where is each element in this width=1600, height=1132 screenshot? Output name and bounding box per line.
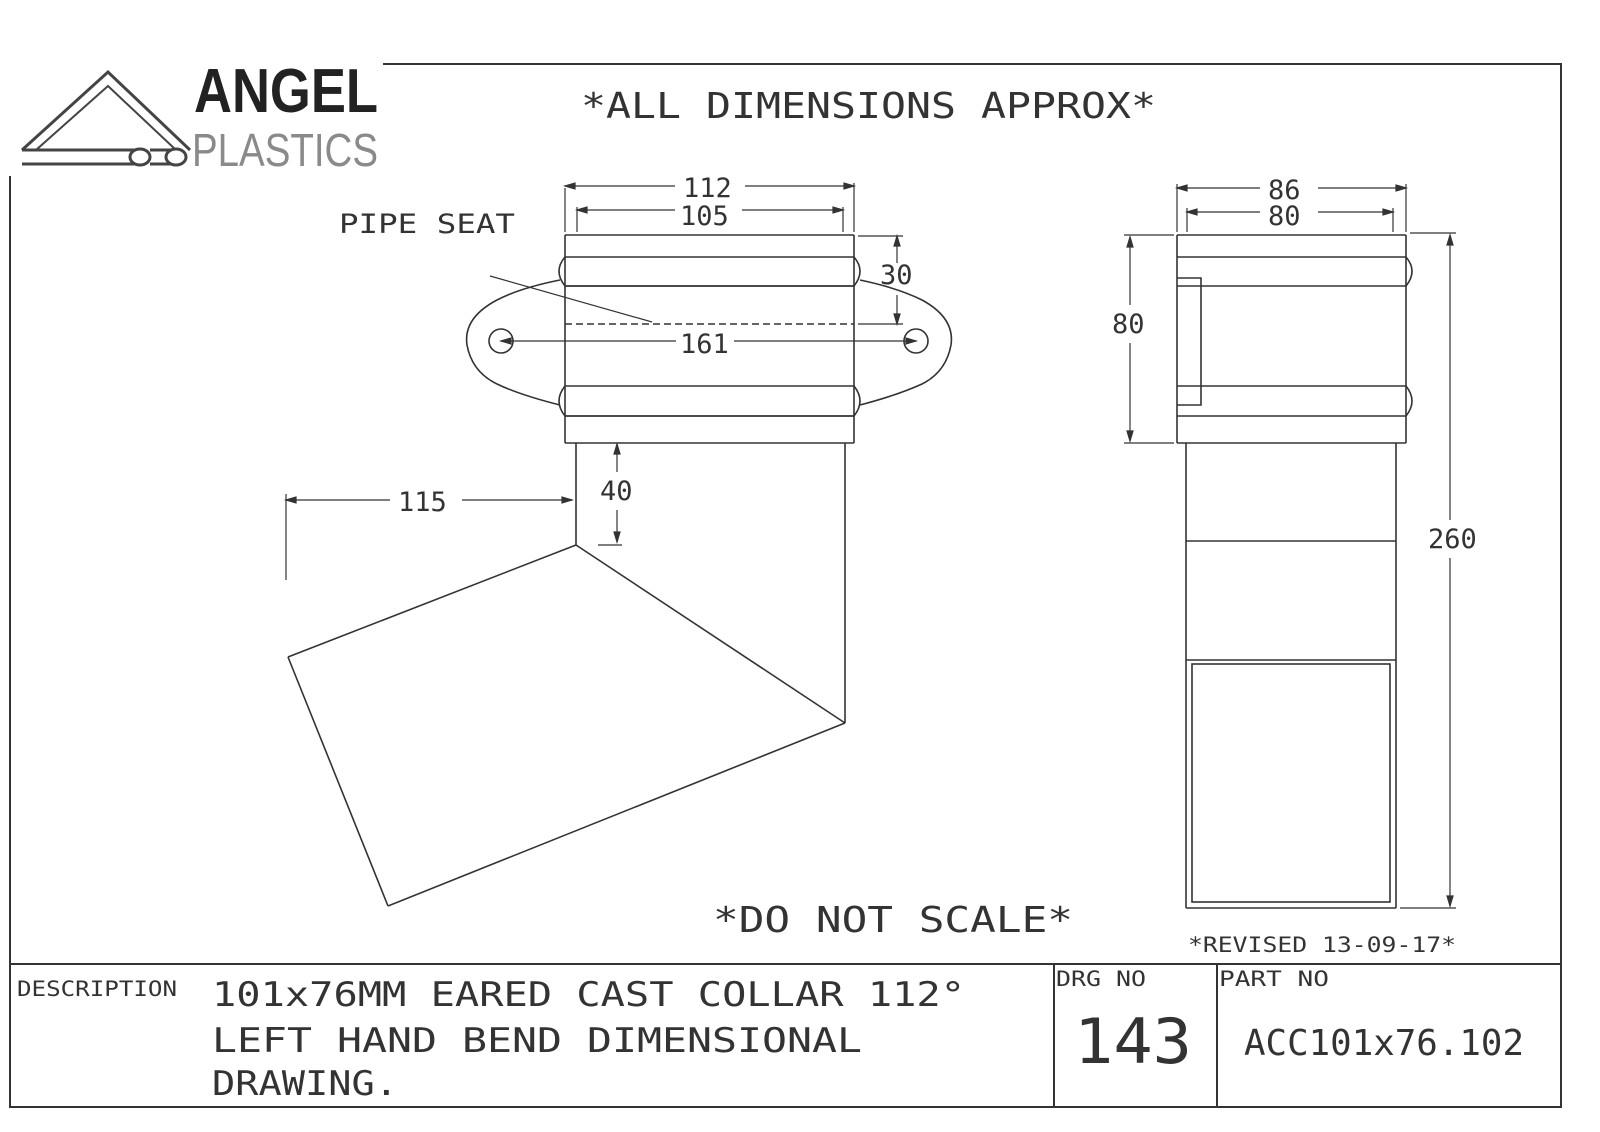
description-line-3: DRAWING. xyxy=(212,1064,398,1104)
dim-side-total-height: 260 xyxy=(1428,524,1477,555)
logo-triangle-icon xyxy=(20,69,192,167)
dimensions-approx-note: *ALL DIMENSIONS APPROX* xyxy=(581,86,1156,127)
front-bend xyxy=(287,443,846,907)
front-view: 112 105 30 161 115 40 PIPE SEAT xyxy=(283,173,953,907)
side-body xyxy=(1176,234,1413,909)
dim-front-offset: 115 xyxy=(398,487,447,518)
front-dimension-lines xyxy=(283,182,919,580)
dim-side-outer-width: 86 xyxy=(1268,175,1301,206)
angel-plastics-logo: ANGEL PLASTICS xyxy=(20,57,378,176)
logo-text-angel: ANGEL xyxy=(194,57,378,126)
dim-side-inner-width: 80 xyxy=(1268,201,1301,232)
description-label: DESCRIPTION xyxy=(17,977,177,1001)
dim-front-spigot: 40 xyxy=(600,476,633,507)
description-line-2: LEFT HAND BEND DIMENSIONAL xyxy=(212,1021,862,1061)
description-line-1: 101x76MM EARED CAST COLLAR 112° xyxy=(212,975,965,1015)
dim-front-collar-height: 30 xyxy=(880,260,913,291)
part-no-value: ACC101x76.102 xyxy=(1244,1023,1524,1064)
pipe-seat-callout: PIPE SEAT xyxy=(339,209,515,240)
logo-text-plastics: PLASTICS xyxy=(192,124,378,176)
side-dimension-lines xyxy=(1124,184,1456,909)
dim-front-outer-width: 112 xyxy=(683,173,732,204)
sheet-frame xyxy=(9,63,1562,1108)
dim-front-inner-width: 105 xyxy=(680,201,729,232)
drg-no-label: DRG NO xyxy=(1056,967,1146,991)
revised-date-note: *REVISED 13-09-17* xyxy=(1188,933,1456,957)
dim-side-collar-height: 80 xyxy=(1112,309,1145,340)
front-collar xyxy=(465,234,953,444)
title-block: DESCRIPTION 101x76MM EARED CAST COLLAR 1… xyxy=(17,967,1524,1104)
side-view: 86 80 80 260 xyxy=(1112,175,1477,909)
dim-front-ear-span: 161 xyxy=(680,329,729,360)
drg-no-value: 143 xyxy=(1074,1005,1192,1078)
part-no-label: PART NO xyxy=(1219,967,1329,991)
do-not-scale-note: *DO NOT SCALE* xyxy=(713,900,1073,941)
